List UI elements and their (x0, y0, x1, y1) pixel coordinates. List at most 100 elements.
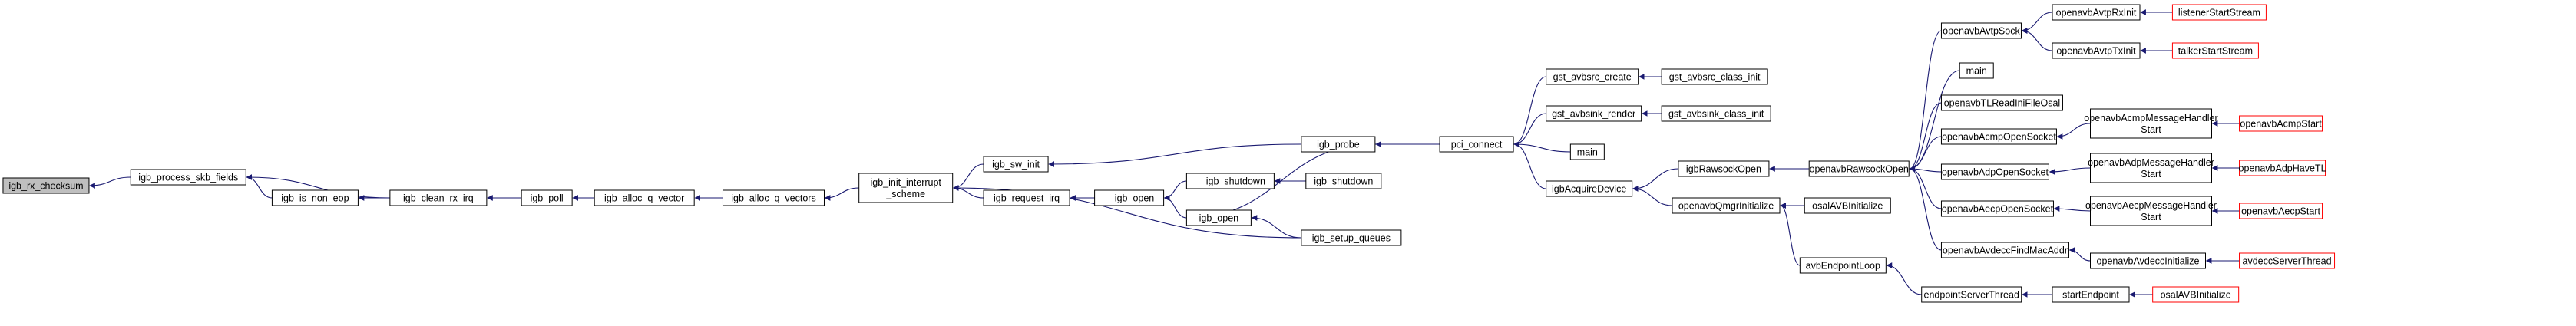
node-box (1678, 160, 1770, 177)
node-label: igb_process_skb_fields (138, 173, 238, 183)
node-box (1940, 200, 2054, 217)
node-label: openavbAvtpTxInit (2056, 46, 2136, 57)
graph-node[interactable]: osalAVBInitialize (1804, 197, 1891, 214)
edges-layer (89, 9, 2240, 298)
node-label: igbAcquireDevice (1552, 184, 1626, 195)
node-label: gst_avbsrc_create (1553, 72, 1632, 83)
graph-node[interactable]: talkerStartStream (2171, 42, 2259, 59)
node-label: igbRawsockOpen (1686, 164, 1761, 175)
node-box (1940, 242, 2069, 258)
node-label: openavbAdpHaveTL (2239, 163, 2326, 174)
node-label: _scheme (885, 189, 925, 199)
graph-node[interactable]: __igb_open (1094, 189, 1165, 206)
graph-node[interactable]: igb_poll (521, 189, 573, 206)
node-box (1546, 68, 1639, 85)
node-label: listenerStartStream (2178, 8, 2260, 18)
call-edge (1909, 166, 1942, 209)
external-node-box (2239, 203, 2323, 219)
node-box (2090, 196, 2212, 226)
node-box (1799, 257, 1887, 274)
graph-node[interactable]: gst_avbsink_render (1546, 105, 1642, 122)
graph-node[interactable]: gst_avbsink_class_init (1661, 105, 1771, 122)
node-box (1940, 163, 2049, 180)
call-edge (2068, 247, 2091, 262)
graph-node[interactable]: openavbRawsockOpen (1808, 160, 1910, 177)
graph-node[interactable]: openavbAvdeccFindMacAddr (1940, 242, 2069, 258)
node-box (1569, 143, 1605, 160)
node-label: talkerStartStream (2178, 46, 2253, 57)
graph-node[interactable]: endpointServerThread (1921, 286, 2022, 303)
graph-node[interactable]: igbRawsockOpen (1678, 160, 1770, 177)
graph-node[interactable]: igb_setup_queues (1301, 229, 1402, 246)
node-box (1546, 180, 1633, 197)
graph-node[interactable]: igb_request_irq (983, 189, 1070, 206)
graph-node[interactable]: listenerStartStream (2171, 4, 2267, 21)
node-box (1804, 197, 1891, 214)
node-label: openavbQmgrInitialize (1678, 201, 1774, 212)
graph-node[interactable]: openavbAdpOpenSocket (1940, 163, 2049, 180)
call-edge (1632, 168, 1678, 192)
graph-node[interactable]: openavbQmgrInitialize (1672, 197, 1781, 214)
node-label: openavbAcmpMessageHandler (2084, 113, 2217, 123)
graph-node[interactable]: openavbAecpStart (2239, 203, 2323, 219)
graph-node[interactable]: startEndpoint (2052, 286, 2130, 303)
graph-node[interactable]: igb_alloc_q_vectors (722, 189, 825, 206)
graph-node[interactable]: __igb_shutdown (1185, 173, 1275, 189)
graph-node[interactable]: main (1569, 143, 1605, 160)
graph-node[interactable]: openavbAecpOpenSocket (1940, 200, 2054, 217)
node-label: openavbAvtpSock (1943, 26, 2020, 37)
graph-node[interactable]: openavbAvtpRxInit (2052, 4, 2141, 21)
call-edge (1632, 186, 1673, 206)
graph-node[interactable]: igb_alloc_q_vector (594, 189, 695, 206)
node-box (1305, 173, 1382, 189)
node-box (1672, 197, 1781, 214)
external-node-box (2171, 42, 2259, 59)
graph-node[interactable]: openavbAcmpStart (2239, 115, 2323, 132)
graph-node[interactable]: openavbAvtpTxInit (2052, 42, 2141, 59)
graph-node[interactable]: openavbAvtpSock (1940, 22, 2022, 39)
node-box (1185, 173, 1275, 189)
node-box (1921, 286, 2022, 303)
graph-node[interactable]: osalAVBInitialize (2152, 286, 2240, 303)
graph-node[interactable]: igb_sw_init (983, 156, 1049, 173)
graph-node[interactable]: openavbTLReadIniFileOsal (1940, 94, 2063, 111)
graph-node[interactable]: igb_shutdown (1305, 173, 1382, 189)
graph-node[interactable]: igb_is_non_eop (271, 189, 359, 206)
node-label: igb_is_non_eop (281, 193, 349, 204)
node-label: igb_probe (1317, 140, 1360, 150)
graph-node[interactable]: gst_avbsrc_create (1546, 68, 1639, 85)
node-box (2090, 153, 2212, 183)
node-label: igb_request_irq (994, 193, 1060, 204)
graph-node[interactable]: pci_connect (1439, 136, 1514, 153)
node-box (2052, 4, 2141, 21)
graph-node[interactable]: openavbAcmpOpenSocket (1940, 128, 2057, 145)
graph-node[interactable]: main (1959, 62, 1994, 79)
call-edge (1513, 141, 1546, 189)
call-edge (1048, 143, 1301, 167)
graph-node[interactable]: igb_open (1185, 209, 1252, 226)
node-label: openavbAecpOpenSocket (1942, 204, 2054, 215)
graph-node[interactable]: avdeccServerThread (2239, 252, 2336, 269)
graph-node[interactable]: igb_init_interrupt_scheme (858, 173, 954, 203)
graph-node[interactable]: openavbAdpHaveTL (2239, 160, 2326, 176)
node-label: openavbAecpStart (2241, 206, 2320, 217)
node-box (1661, 105, 1771, 122)
node-box (858, 173, 954, 203)
call-edge (246, 174, 273, 199)
graph-node[interactable]: avbEndpointLoop (1799, 257, 1887, 274)
graph-node[interactable]: openavbAvdeccInitialize (2090, 252, 2206, 269)
node-box (1546, 105, 1642, 122)
node-label: __igb_shutdown (1195, 176, 1265, 187)
node-label: openavbAvdeccFindMacAddr (1943, 245, 2068, 256)
graph-node[interactable]: igb_probe (1301, 136, 1376, 153)
graph-node[interactable]: igb_process_skb_fields (130, 169, 246, 186)
graph-node[interactable]: gst_avbsrc_class_init (1661, 68, 1768, 85)
graph-node[interactable]: igbAcquireDevice (1546, 180, 1633, 197)
call-edge (952, 163, 984, 191)
node-box (1185, 209, 1252, 226)
graph-node[interactable]: igb_clean_rx_irq (389, 189, 488, 206)
node-box (2090, 252, 2206, 269)
